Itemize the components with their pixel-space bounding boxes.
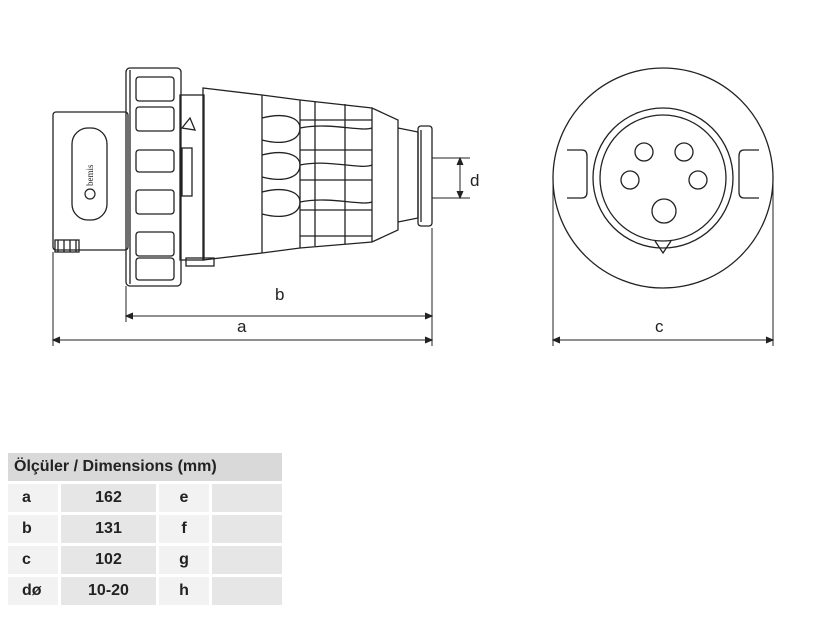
dimension-a (51, 252, 434, 346)
table-row: a 162 e (8, 484, 282, 512)
dim-key: e (159, 484, 209, 512)
dim-key: f (159, 515, 209, 543)
table-row: c 102 g (8, 546, 282, 574)
dimensions-table: Ölçüler / Dimensions (mm) a 162 e b 131 … (8, 450, 282, 608)
label-c: c (655, 317, 664, 336)
dim-key: b (8, 515, 58, 543)
label-d: d (470, 171, 479, 190)
dim-value: 131 (61, 515, 156, 543)
plug-front-view (552, 67, 774, 289)
table-header: Ölçüler / Dimensions (mm) (8, 453, 282, 481)
brand-logo: bemis (84, 164, 96, 200)
dim-value (212, 546, 282, 574)
dim-value (212, 484, 282, 512)
dim-value: 10-20 (61, 577, 156, 605)
dimension-d (432, 156, 470, 200)
table-row: dø 10-20 h (8, 577, 282, 605)
dim-key: a (8, 484, 58, 512)
dim-key: g (159, 546, 209, 574)
dim-key: dø (8, 577, 58, 605)
table-header-row: Ölçüler / Dimensions (mm) (8, 453, 282, 481)
dimension-b (124, 228, 434, 322)
dim-key: h (159, 577, 209, 605)
dim-value (212, 515, 282, 543)
dim-value (212, 577, 282, 605)
brand-text: bemis (85, 164, 95, 186)
dim-value: 162 (61, 484, 156, 512)
dimension-c (551, 178, 775, 346)
technical-drawing: bemis d b a c (51, 67, 775, 346)
label-a: a (237, 317, 247, 336)
plug-side-view (52, 67, 433, 287)
table-row: b 131 f (8, 515, 282, 543)
label-b: b (275, 285, 284, 304)
dim-value: 102 (61, 546, 156, 574)
dim-key: c (8, 546, 58, 574)
